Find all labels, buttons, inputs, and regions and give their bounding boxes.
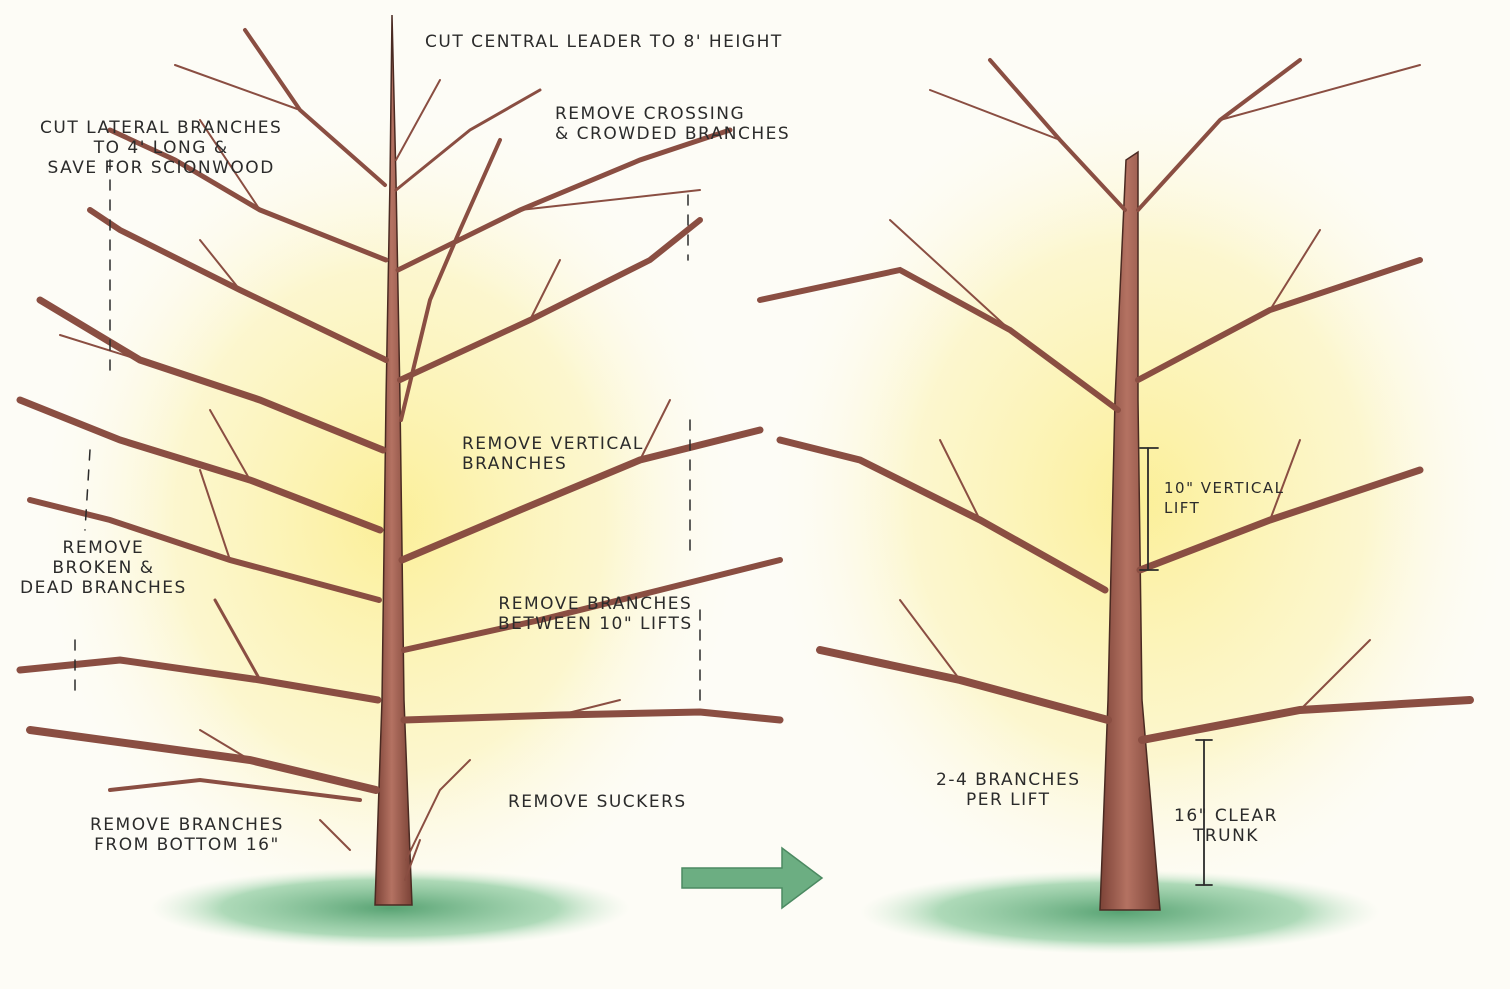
label-cut-leader: CUT CENTRAL LEADER TO 8' HEIGHT bbox=[425, 32, 783, 52]
label-remove-suckers: REMOVE SUCKERS bbox=[508, 792, 687, 812]
label-text: & CROWDED BRANCHES bbox=[555, 124, 790, 144]
label-vertical-lift: 10" VERTICAL LIFT bbox=[1164, 478, 1285, 518]
label-text: CUT LATERAL BRANCHES bbox=[40, 118, 282, 138]
label-text: 2-4 BRANCHES bbox=[936, 770, 1081, 790]
arrow-icon bbox=[682, 848, 822, 908]
label-text: REMOVE bbox=[20, 538, 187, 558]
label-text: CUT CENTRAL LEADER TO 8' HEIGHT bbox=[425, 32, 783, 52]
label-text: PER LIFT bbox=[936, 790, 1081, 810]
label-text: DEAD BRANCHES bbox=[20, 578, 187, 598]
label-clear-trunk: 16" CLEAR TRUNK bbox=[1174, 806, 1278, 846]
label-text: REMOVE VERTICAL bbox=[462, 434, 644, 454]
label-cut-lateral: CUT LATERAL BRANCHES TO 4' LONG & SAVE F… bbox=[40, 118, 282, 178]
label-text: REMOVE BRANCHES bbox=[498, 594, 693, 614]
label-text: SAVE FOR SCIONWOOD bbox=[40, 158, 282, 178]
label-text: 16" CLEAR bbox=[1174, 806, 1278, 826]
label-text: REMOVE CROSSING bbox=[555, 104, 790, 124]
label-remove-bottom: REMOVE BRANCHES FROM BOTTOM 16" bbox=[90, 815, 284, 855]
label-text: LIFT bbox=[1164, 498, 1285, 518]
label-text: BROKEN & bbox=[20, 558, 187, 578]
label-text: REMOVE SUCKERS bbox=[508, 792, 687, 812]
label-text: FROM BOTTOM 16" bbox=[90, 835, 284, 855]
label-remove-broken: REMOVE BROKEN & DEAD BRANCHES bbox=[20, 538, 187, 598]
label-text: TRUNK bbox=[1174, 826, 1278, 846]
label-text: BRANCHES bbox=[462, 454, 644, 474]
label-text: 10" VERTICAL bbox=[1164, 478, 1285, 498]
label-remove-between: REMOVE BRANCHES BETWEEN 10" LIFTS bbox=[498, 594, 693, 634]
label-text: BETWEEN 10" LIFTS bbox=[498, 614, 693, 634]
label-branches-per-lift: 2-4 BRANCHES PER LIFT bbox=[936, 770, 1081, 810]
label-text: REMOVE BRANCHES bbox=[90, 815, 284, 835]
label-text: TO 4' LONG & bbox=[40, 138, 282, 158]
label-remove-crossing: REMOVE CROSSING & CROWDED BRANCHES bbox=[555, 104, 790, 144]
label-remove-vertical: REMOVE VERTICAL BRANCHES bbox=[462, 434, 644, 474]
